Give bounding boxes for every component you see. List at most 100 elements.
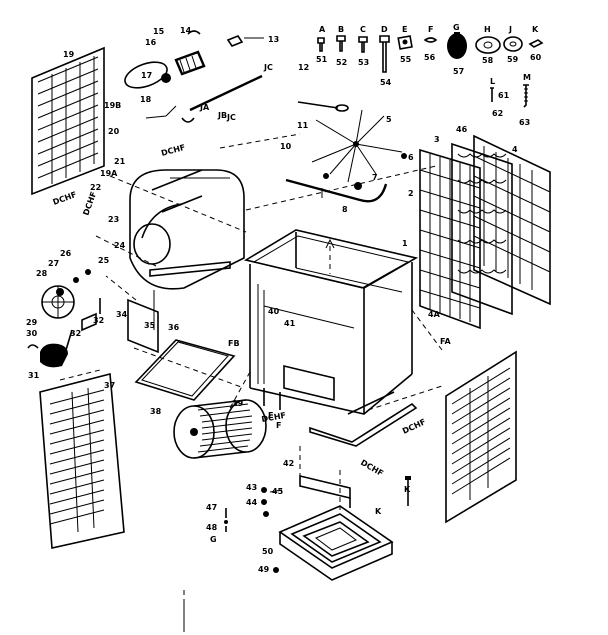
hardware-bolt-d: [379, 35, 390, 73]
tag-dchf-4: DCHF: [401, 417, 427, 436]
callout-11: 11: [297, 121, 309, 130]
callout-2: 2: [408, 189, 414, 198]
letter-l: L: [490, 77, 495, 86]
letter-b: B: [338, 25, 344, 34]
hardware-clip-k: [528, 39, 544, 48]
callout-43: 43: [246, 483, 257, 492]
tag-dchf-2: DCHF: [81, 190, 98, 216]
hardware-washer-j: [503, 36, 523, 52]
tag-dchf-1: DCHF: [52, 190, 78, 207]
letter-k2: K: [375, 507, 382, 516]
callout-58: 58: [482, 56, 494, 65]
motor: [124, 30, 264, 89]
letter-d: D: [381, 25, 388, 34]
callout-26: 26: [60, 249, 72, 258]
callout-8: 8: [342, 205, 348, 214]
callout-23: 23: [108, 215, 119, 224]
callout-52: 52: [336, 58, 347, 67]
callout-27: 27: [48, 259, 59, 268]
callout-56: 56: [424, 53, 436, 62]
letter-ja: JA: [199, 103, 210, 112]
callout-55: 55: [400, 55, 412, 64]
callout-57: 57: [453, 67, 464, 76]
callout-54: 54: [380, 78, 392, 87]
letter-m: M: [523, 73, 531, 82]
callout-45: 45: [272, 487, 284, 496]
letter-a: A: [319, 25, 326, 34]
letter-c: C: [360, 25, 366, 34]
right-side-panel: [473, 134, 551, 306]
tag-dchf-3: DCHF: [160, 143, 186, 158]
hardware-washer-f: [423, 37, 438, 43]
callout-35: 35: [144, 321, 156, 330]
callout-30: 30: [26, 329, 38, 338]
callout-63: 63: [519, 118, 530, 127]
callout-7: 7: [372, 173, 378, 182]
callout-47: 47: [206, 503, 217, 512]
callout-61: 61: [498, 91, 510, 100]
callout-19b: 19B: [104, 101, 121, 110]
ceiling-grille: [278, 505, 394, 581]
callout-13: 13: [268, 35, 279, 44]
evaporative-pad: [451, 142, 513, 316]
hardware-washer-h: [475, 36, 501, 54]
callout-50: 50: [262, 547, 274, 556]
callout-19a: 19A: [100, 169, 118, 178]
callout-22: 22: [90, 183, 101, 192]
callout-36: 36: [168, 323, 180, 332]
callout-16: 16: [145, 38, 157, 47]
callout-32a: 32: [70, 329, 81, 338]
letter-f1: F: [276, 421, 281, 430]
hardware-bolt-a: [317, 37, 325, 52]
letter-j: J: [508, 25, 512, 34]
callout-25: 25: [98, 256, 110, 265]
letter-k: K: [532, 25, 539, 34]
callout-53: 53: [358, 58, 369, 67]
callout-40: 40: [268, 307, 280, 316]
water-distributor: [311, 109, 407, 190]
callout-31: 31: [28, 371, 40, 380]
callout-38: 38: [150, 407, 162, 416]
letter-g: G: [453, 23, 460, 32]
callout-59: 59: [507, 55, 519, 64]
tag-dchf-5: DCHF: [359, 458, 385, 478]
callout-62: 62: [492, 109, 503, 118]
callout-32b: 32: [93, 316, 104, 325]
tag-dchf-6: DCHF: [261, 411, 287, 424]
letter-jc-2: JC: [226, 113, 236, 122]
callout-24: 24: [114, 241, 126, 250]
callout-10: 10: [280, 142, 292, 151]
callout-5: 5: [386, 115, 392, 124]
hardware-bolt-c: [358, 36, 368, 53]
callout-44: 44: [246, 498, 258, 507]
callout-1: 1: [402, 239, 408, 248]
callout-39: 39: [232, 399, 244, 408]
tall-bolt-rod: [405, 476, 411, 506]
blower-wheel: [173, 399, 267, 459]
left-back-panel: [31, 46, 105, 196]
callout-6: 6: [408, 153, 414, 162]
bracket-mount: [299, 474, 351, 508]
front-left-louver-panel: [39, 372, 125, 549]
callout-60: 60: [530, 53, 542, 62]
hardware-nut-e: [397, 35, 413, 50]
callout-34: 34: [116, 310, 128, 319]
drip-pan: [134, 339, 236, 401]
callout-49: 49: [258, 565, 270, 574]
callout-42: 42: [283, 459, 294, 468]
hardware-screw-m: [523, 84, 529, 108]
callout-28: 28: [36, 269, 48, 278]
callout-19: 19: [63, 50, 75, 59]
callout-51: 51: [316, 55, 328, 64]
callout-20: 20: [108, 127, 120, 136]
callout-18: 18: [140, 95, 152, 104]
callout-4a: 4A: [428, 310, 441, 319]
letter-e: E: [402, 25, 407, 34]
blower-housing: [129, 169, 245, 290]
callout-14: 14: [180, 26, 192, 35]
letter-h: H: [484, 25, 491, 34]
callout-48: 48: [206, 523, 218, 532]
pump: [27, 343, 68, 368]
letter-e1: E: [268, 411, 273, 420]
